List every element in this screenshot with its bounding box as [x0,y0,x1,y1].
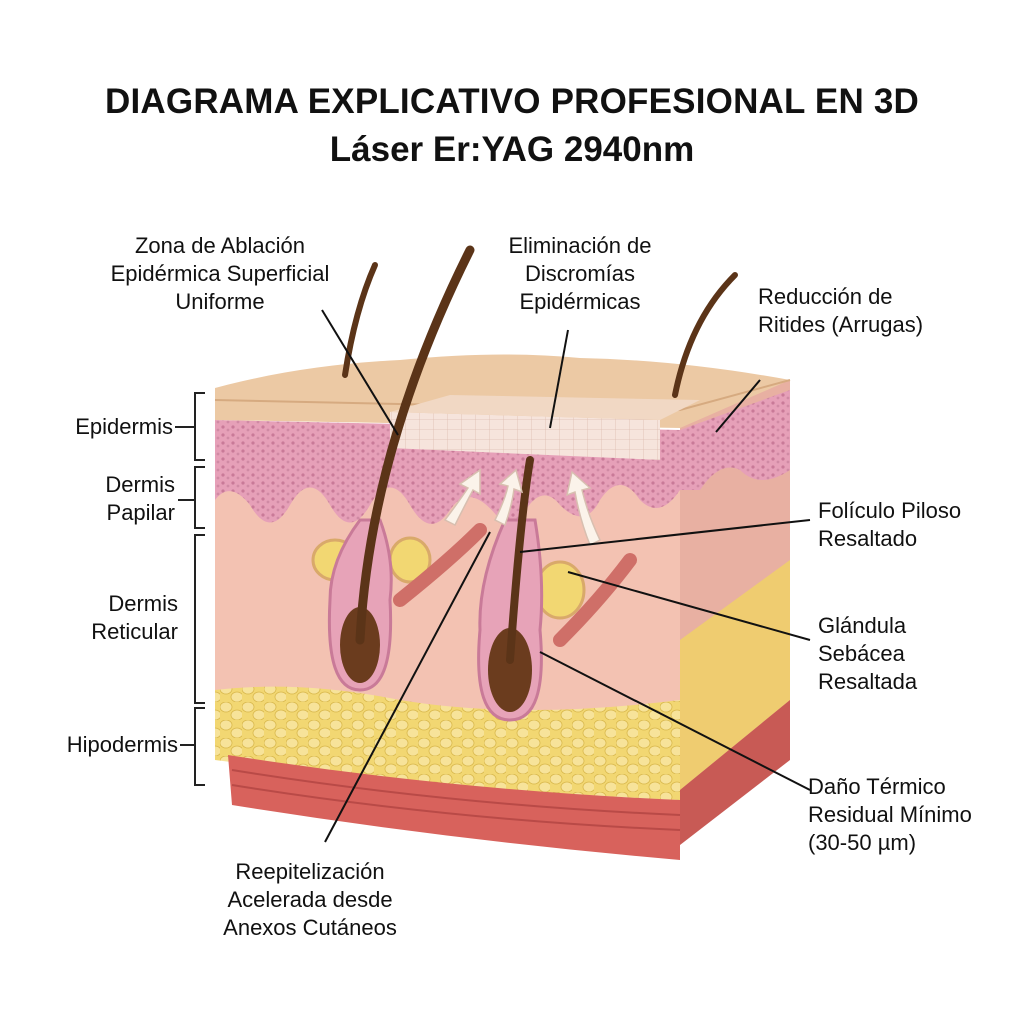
callout-ritides: Reducción de Ritides (Arrugas) [758,284,924,337]
hair-shaft-far-right [672,272,738,398]
hair-shaft-small [342,262,378,378]
callout-ablacion: Zona de Ablación Epidérmica Superficial … [110,233,330,314]
label-hipodermis: Hipodermis [66,732,178,757]
label-dermis-papilar: Dermis Papilar [105,472,175,525]
callout-glandula: Glándula Sebácea Resaltada [818,613,918,694]
diagram-subtitle: Láser Er:YAG 2940nm [329,130,695,169]
callout-discromias: Eliminación de Discromías Epidérmicas [508,233,652,314]
layer-brackets [175,392,205,786]
ablation-zone [390,412,660,460]
hair-shaft-right [506,456,534,664]
label-epidermis: Epidermis [75,414,173,439]
callout-leaders [321,309,811,843]
diagram-title: DIAGRAMA EXPLICATIVO PROFESIONAL EN 3D [105,82,919,121]
label-dermis-reticular: Dermis Reticular [91,591,178,644]
callout-dano-termico: Daño Térmico Residual Mínimo (30-50 µm) [808,774,972,855]
muscle-layer [228,755,680,860]
callout-reepitelizacion: Reepitelización Acelerada desde Anexos C… [223,859,397,940]
hair-shaft-left [355,245,475,645]
callout-foliculo: Folículo Piloso Resaltado [818,498,962,551]
sebaceous-gland-right [534,560,586,620]
reepithelialization-arrows [443,468,601,547]
